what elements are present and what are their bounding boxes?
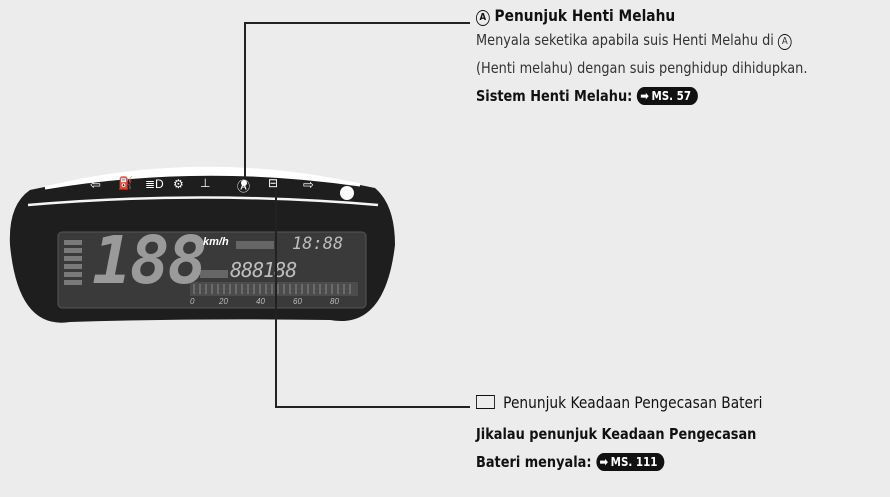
idle-stop-annotation: A Penunjuk Henti Melahu Menyala seketika… [476, 6, 886, 110]
sidestand-icon: ⊥ [200, 176, 211, 190]
idle-stop-inline-badge-icon: A [777, 34, 792, 50]
battery-title-row: Penunjuk Keadaan Pengecasan Bateri [476, 393, 829, 412]
speed-readout: 188 [92, 222, 207, 299]
battery-line-2: Bateri menyala: [476, 453, 592, 471]
idle-stop-icon: Ⓐ [237, 179, 251, 194]
tach-label: 20 [219, 297, 228, 306]
idle-stop-title-row: A Penunjuk Henti Melahu [476, 6, 829, 26]
indicator-light-dot [340, 186, 354, 200]
idle-stop-system-row: Sistem Henti Melahu: ➡MS. 57 [476, 82, 829, 110]
idle-stop-page-ref[interactable]: ➡MS. 57 [636, 87, 698, 105]
tach-label: 0 [190, 297, 195, 306]
battery-leader-horizontal [275, 406, 470, 408]
battery-page-ref[interactable]: ➡MS. 111 [596, 453, 665, 471]
idle-stop-desc-2: (Henti melahu) dengan suis penghidup dih… [476, 59, 808, 77]
engine-check-icon: ⚙ [173, 177, 184, 191]
idle-stop-desc-1: Menyala seketika apabila suis Henti Mela… [476, 26, 829, 54]
fuel-injection-icon: ⛽ [118, 176, 133, 190]
tach-label: 60 [293, 297, 302, 306]
odometer-readout: 888188 [230, 258, 297, 282]
cluster-inner-rim [27, 196, 379, 207]
battery-leader-vertical [275, 190, 277, 406]
battery-icon: ⊟ [268, 176, 279, 190]
idle-stop-leader-horizontal [244, 22, 470, 24]
tacho-bar [190, 282, 358, 296]
idle-stop-leader-vertical [244, 22, 246, 178]
tach-label: 80 [330, 297, 339, 306]
right-turn-icon: ⇨ [303, 177, 314, 192]
clock-readout: 18:88 [292, 234, 344, 254]
battery-line-1: Jikalau penunjuk Keadaan Pengecasan [476, 425, 757, 443]
headlight-icon: ≣D [145, 177, 164, 191]
battery-annotation: Penunjuk Keadaan Pengecasan Bateri Jikal… [476, 393, 886, 476]
battery-line-2-row: Bateri menyala: ➡MS. 111 [476, 448, 829, 476]
speed-unit: km/h [203, 236, 229, 248]
battery-icon [476, 395, 495, 409]
idle-stop-title: Penunjuk Henti Melahu [494, 6, 676, 25]
arrow-right-icon: ➡ [640, 89, 649, 103]
cluster-top-arc [44, 166, 361, 190]
battery-title: Penunjuk Keadaan Pengecasan Bateri [503, 393, 763, 412]
tach-label: 40 [256, 297, 265, 306]
left-turn-icon: ⇦ [90, 177, 101, 192]
idle-stop-system-label: Sistem Henti Melahu: [476, 87, 633, 105]
arrow-right-icon: ➡ [599, 455, 609, 469]
idle-stop-badge-icon: A [476, 10, 490, 26]
